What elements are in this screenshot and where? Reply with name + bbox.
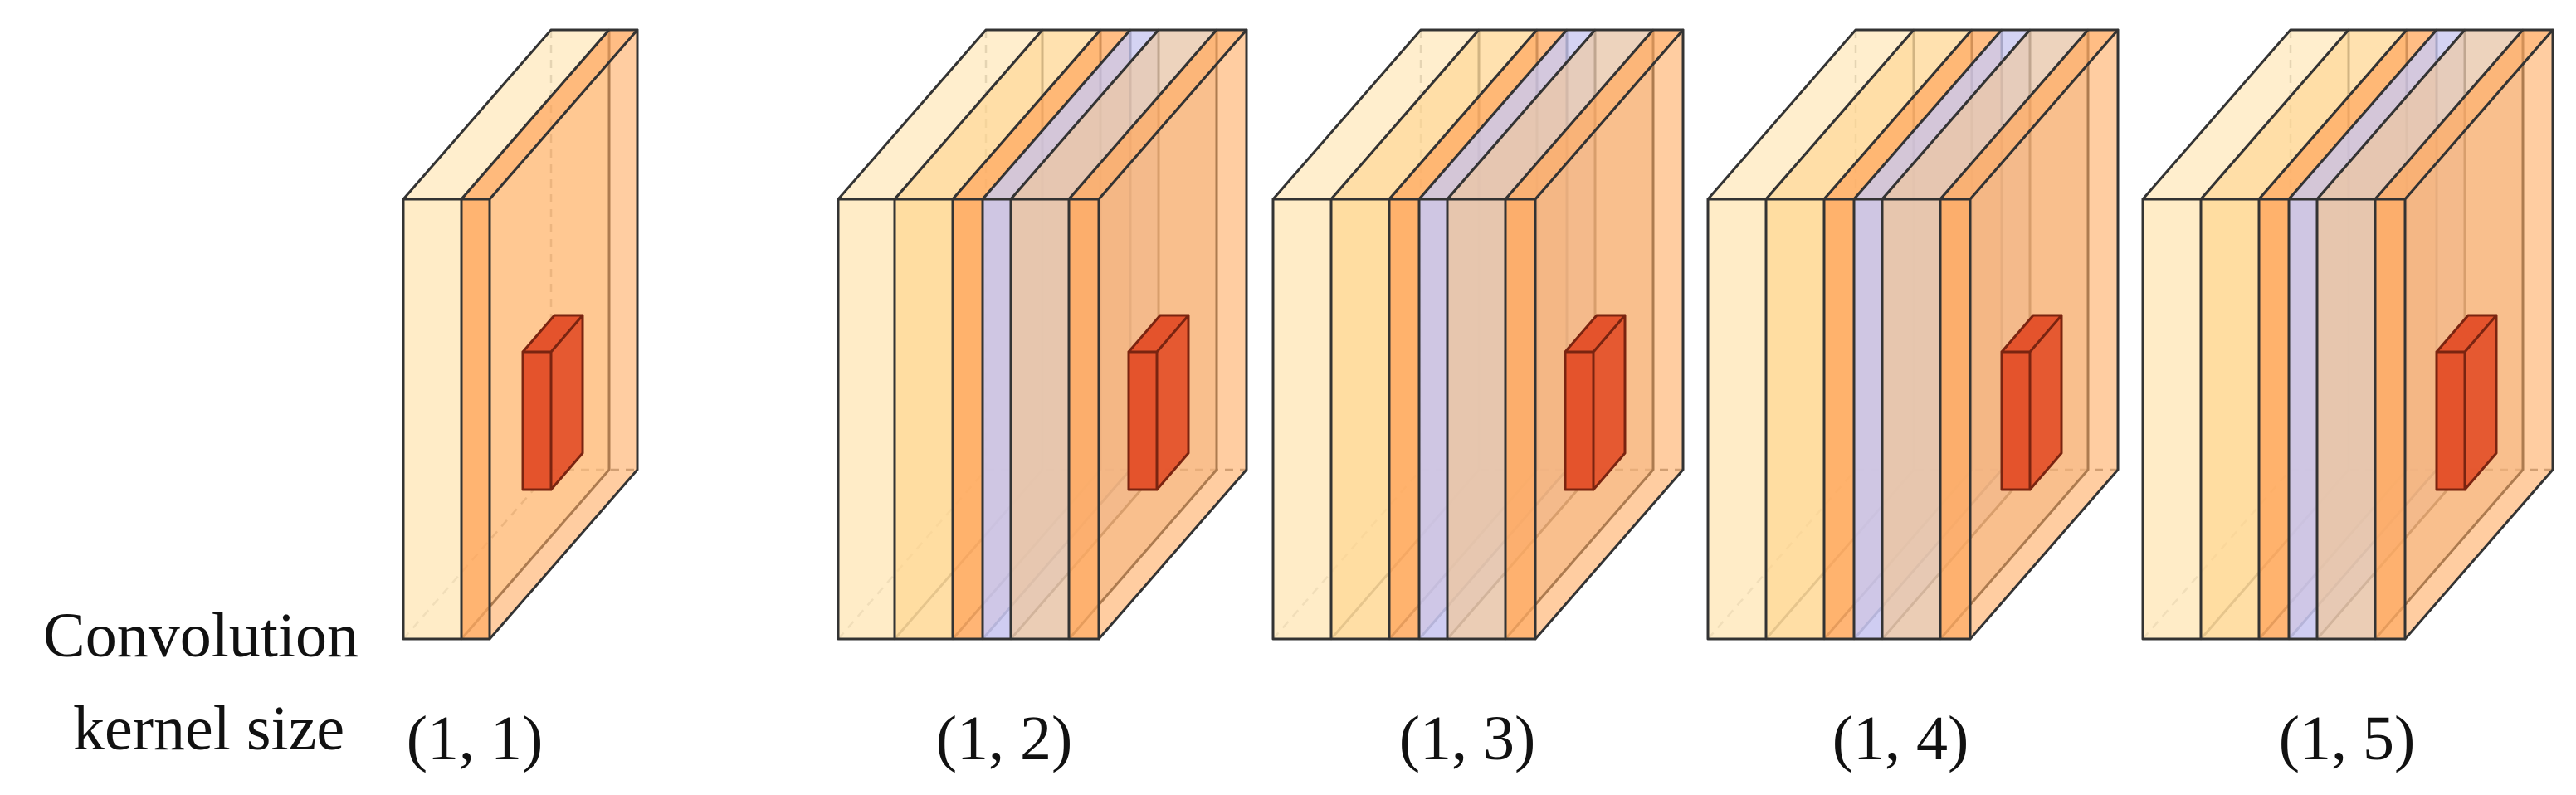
kernel-block-3 bbox=[1271, 28, 1685, 641]
caption-line-kernel-size: kernel size bbox=[73, 694, 345, 763]
kernel-size-label-1x3: (1, 3) bbox=[1398, 704, 1536, 773]
slab-front-face bbox=[1417, 198, 1449, 641]
slab-front-face bbox=[1706, 198, 1768, 641]
slab-front-face bbox=[1881, 198, 1942, 641]
red-kernel-filter bbox=[1564, 314, 1627, 491]
slab-front-face bbox=[837, 198, 896, 641]
slab-front-face bbox=[981, 198, 1012, 641]
slab-front-face bbox=[1388, 198, 1421, 641]
kernel-block-1 bbox=[402, 28, 639, 641]
slab-front-face bbox=[402, 198, 463, 641]
slab-front-face bbox=[1939, 198, 1972, 641]
slab-front-face bbox=[2141, 198, 2203, 641]
slab-front-face bbox=[1822, 198, 1856, 641]
slab-front-face bbox=[1067, 198, 1100, 641]
kernel-block-5 bbox=[2141, 28, 2554, 641]
kernel-size-label-1x1: (1, 1) bbox=[406, 704, 544, 773]
kernel-block-4 bbox=[1706, 28, 2120, 641]
red-kernel-filter bbox=[521, 314, 584, 491]
layer-slab bbox=[1939, 28, 2120, 641]
slab-front-face bbox=[951, 198, 984, 641]
slab-front-face bbox=[1271, 198, 1333, 641]
kernel-block-2 bbox=[837, 28, 1248, 641]
slab-front-face bbox=[2374, 198, 2407, 641]
slab-front-face bbox=[1009, 198, 1071, 641]
kernel-size-label-1x2: (1, 2) bbox=[935, 704, 1073, 773]
slab-front-face bbox=[1446, 198, 1507, 641]
red-kernel-filter bbox=[2000, 314, 2063, 491]
slab-front-face bbox=[2315, 198, 2377, 641]
red-kernel-filter bbox=[1127, 314, 1190, 491]
red-kernel-filter bbox=[2435, 314, 2498, 491]
slab-front-face bbox=[1852, 198, 1884, 641]
kernel-size-label-1x4: (1, 4) bbox=[1832, 704, 1969, 773]
slab-front-face bbox=[893, 198, 954, 641]
slab-front-face bbox=[460, 198, 491, 641]
slab-front-face bbox=[1504, 198, 1537, 641]
slab-front-face bbox=[2257, 198, 2291, 641]
slab-front-face bbox=[1329, 198, 1391, 641]
slab-front-face bbox=[2287, 198, 2319, 641]
slab-front-face bbox=[2199, 198, 2261, 641]
kernel-size-label-1x5: (1, 5) bbox=[2278, 704, 2416, 773]
slab-front-face bbox=[1764, 198, 1826, 641]
caption-line-convolution: Convolution bbox=[43, 601, 359, 671]
